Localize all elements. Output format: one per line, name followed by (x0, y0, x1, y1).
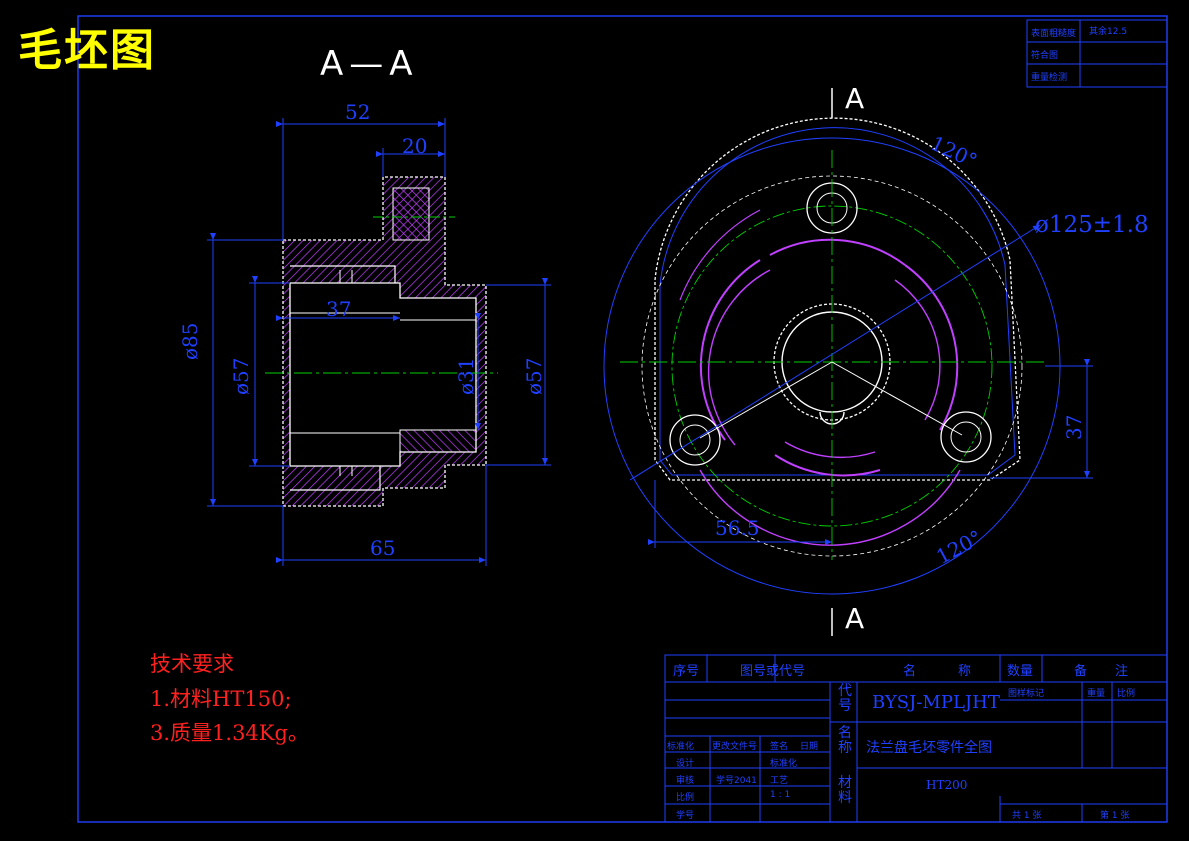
dim-56-5: 56.5 (715, 516, 760, 540)
dim-37: 37 (326, 297, 352, 321)
small-label-1: 图样标记 (1008, 689, 1045, 699)
section-label: A—A (320, 44, 419, 84)
left-row-1-a: 设计 (676, 759, 695, 769)
cut-mark-top: A (845, 82, 865, 115)
date-code: 学号2041 (716, 776, 757, 786)
parts-header-name-1: 名 (903, 664, 917, 679)
dim-65: 65 (370, 536, 396, 560)
tech-req-item-2: 3.质量1.34Kg。 (150, 721, 309, 745)
parts-header-qty: 数量 (1007, 664, 1034, 679)
dim-20: 20 (402, 134, 428, 158)
title-block-grid (664, 654, 1168, 823)
left-row-4-a: 学号 (676, 811, 695, 821)
parts-header-name-2: 称 (958, 664, 972, 679)
box-row-2: 符合图 (1031, 51, 1059, 61)
outer-frame (77, 15, 1168, 823)
sign-row-3: 签名 (770, 742, 789, 752)
ratio-value: 1 : 1 (770, 790, 791, 800)
name-label: 名称 (838, 725, 852, 756)
drawing-title: 毛坯图 (18, 25, 156, 76)
dim-52: 52 (345, 100, 371, 124)
section-dimensions (207, 118, 551, 566)
dim-dia-57-left: ø57 (229, 357, 253, 396)
part-name: 法兰盘毛坯零件全图 (866, 740, 992, 756)
top-right-box (1026, 19, 1168, 88)
sign-row-4: 日期 (800, 742, 819, 752)
cut-mark-bottom: A (845, 602, 865, 635)
dim-dia-85: ø85 (178, 322, 202, 361)
small-label-2: 重量 (1087, 689, 1106, 699)
parts-header-note-1: 备 (1074, 664, 1088, 679)
parts-header-index: 序号 (673, 664, 700, 679)
dim-37-right: 37 (1062, 414, 1086, 440)
code-label: 代号 (838, 683, 852, 714)
parts-header-code: 图号或代号 (740, 664, 806, 679)
left-row-2-a: 审核 (676, 776, 695, 786)
material-label: 材料 (838, 775, 852, 806)
dim-dia-125: ø125±1.8 (1035, 212, 1149, 238)
box-value: 其余12.5 (1089, 27, 1128, 37)
drawing-code: BYSJ-MPLJHT (872, 692, 1000, 713)
small-label-3: 比例 (1117, 689, 1136, 699)
left-row-3-a: 比例 (676, 793, 695, 803)
left-row-1-b: 标准化 (770, 759, 798, 769)
box-row-1: 表面粗糙度 (1031, 29, 1077, 39)
sign-row-2: 更改文件号 (712, 742, 758, 752)
front-view (603, 88, 1061, 636)
dim-dia-31: ø31 (454, 357, 478, 396)
dim-dia-57-right: ø57 (522, 357, 546, 396)
front-dimensions (648, 359, 1093, 548)
sheet-total: 共 1 张 (1012, 811, 1042, 821)
material-value: HT200 (926, 778, 968, 792)
box-row-3: 重量检测 (1031, 73, 1068, 83)
section-view (265, 176, 498, 507)
parts-header-note-2: 注 (1115, 664, 1129, 679)
sign-row-1: 标准化 (667, 742, 695, 752)
tech-req-heading: 技术要求 (150, 652, 234, 676)
tech-req-item-1: 1.材料HT150; (150, 687, 292, 711)
sheet-number: 第 1 张 (1100, 811, 1130, 821)
left-row-2-b: 工艺 (770, 776, 789, 786)
